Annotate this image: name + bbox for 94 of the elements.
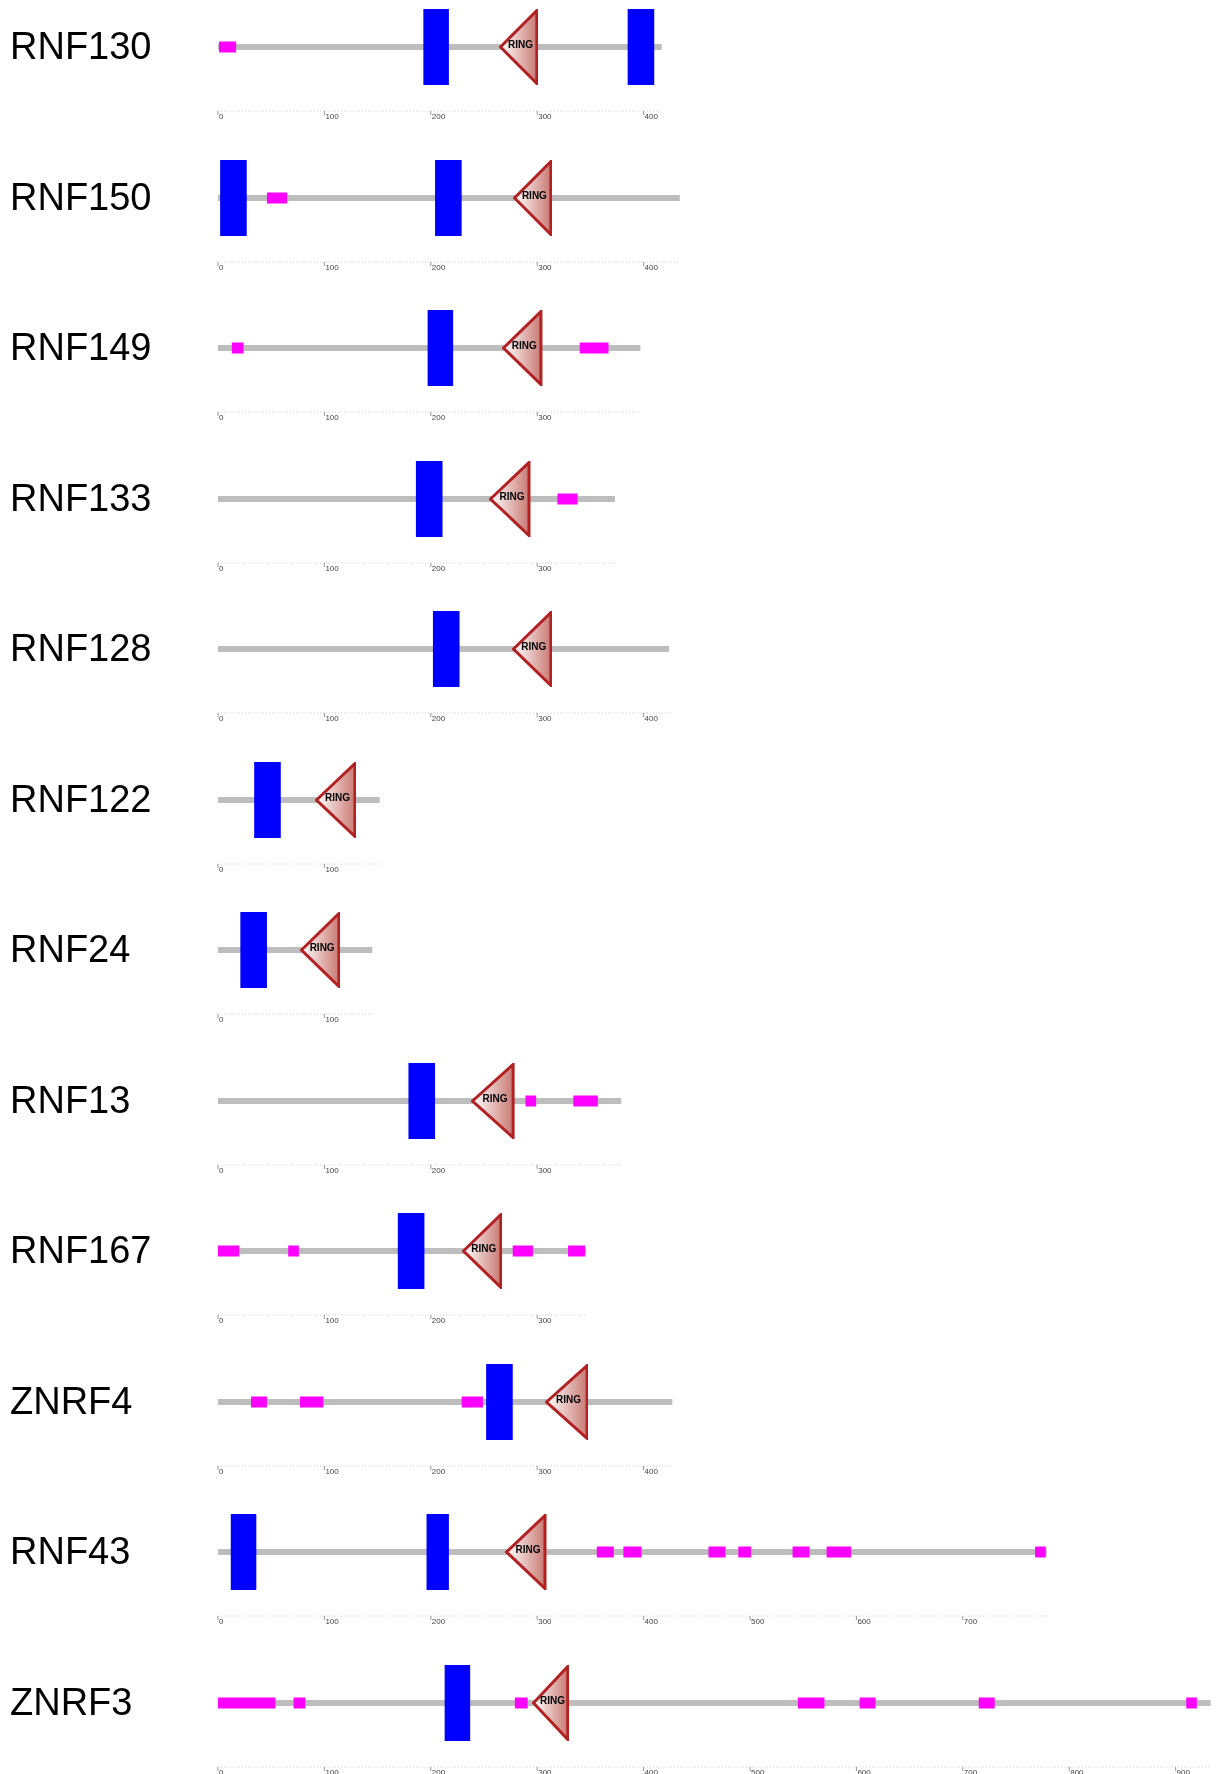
axis-tick-label: 0: [219, 1768, 224, 1774]
protein-name: RNF13: [10, 1080, 131, 1119]
ring-domain-triangle: [461, 1213, 503, 1289]
protein-name: RNF43: [10, 1532, 131, 1570]
domain-label: RING: [507, 40, 535, 50]
axis-tick-label: 200: [431, 564, 446, 573]
axis-tick-label: 300: [538, 1618, 552, 1626]
axis-tick-label: 200: [431, 715, 446, 723]
protein-name: RNF128: [10, 629, 152, 667]
protein-name: RNF24: [10, 930, 131, 968]
axis-tick-label: 400: [644, 715, 658, 723]
ring-domain-triangle: [314, 761, 357, 838]
axis-tick-label: 200: [431, 414, 446, 422]
axis-tick-label: 0: [219, 1467, 224, 1476]
axis-tick-label: 700: [963, 1618, 978, 1626]
axis-tick-label: 200: [431, 1618, 446, 1626]
axis-tick-label: 400: [644, 1467, 658, 1476]
protein-name: RNF149: [10, 328, 152, 366]
axis-tick-label: 300: [538, 1166, 552, 1175]
axis-tick-label: 400: [644, 1618, 658, 1626]
axis-tick-label: 200: [431, 1166, 446, 1175]
axis-tick-label: 400: [644, 113, 658, 121]
axis-tick-label: 100: [325, 1317, 339, 1325]
axis-tick-label: 300: [538, 1467, 552, 1476]
axis-tick-label: 300: [538, 1768, 552, 1774]
ring-domain-triangle: [505, 1514, 547, 1590]
axis-tick-label: 700: [963, 1768, 978, 1774]
domain-label: RING: [554, 1394, 582, 1405]
ring-domain-triangle: [489, 460, 531, 537]
axis-tick-label: 100: [325, 414, 339, 422]
ring-domain-triangle: [498, 9, 539, 85]
axis-tick-label: 0: [219, 113, 224, 121]
protein-name: RNF150: [10, 177, 152, 216]
axis-tick-label: 800: [1070, 1768, 1084, 1774]
axis-tick-label: 100: [325, 865, 339, 874]
axis-tick-label: 100: [325, 1618, 339, 1626]
domain-label: RING: [324, 792, 352, 803]
axis-tick-label: 0: [219, 1016, 224, 1024]
axis-tick-label: 600: [857, 1618, 871, 1626]
axis-tick-label: 200: [431, 113, 446, 121]
axis-tick-label: 0: [219, 414, 224, 422]
axis-tick-label: 0: [219, 715, 224, 723]
domain-label: RING: [539, 1695, 566, 1706]
axis-tick-label: 600: [857, 1768, 871, 1774]
ring-domain-triangle: [512, 159, 553, 236]
axis-tick-label: 200: [431, 1317, 446, 1325]
axis-tick-label: 300: [538, 1317, 552, 1325]
axis-tick-label: 300: [538, 263, 552, 272]
axis-tick-label: 900: [1176, 1768, 1190, 1774]
axis-tick-label: 200: [431, 1768, 446, 1774]
axis-tick-label: 300: [538, 414, 552, 422]
axis-tick-label: 0: [219, 1317, 224, 1325]
axis-tick-label: 100: [325, 1467, 339, 1476]
axis-tick-label: 0: [219, 1166, 224, 1175]
protein-name: ZNRF3: [10, 1682, 133, 1721]
axis-tick-label: 0: [219, 263, 224, 272]
ring-domain-triangle: [471, 1062, 515, 1139]
axis-tick-label: 200: [431, 1467, 446, 1476]
axis-tick-label: 100: [325, 113, 339, 121]
axis-tick-label: 100: [325, 715, 339, 723]
protein-name: ZNRF4: [10, 1381, 133, 1420]
ring-domain-triangle: [531, 1664, 570, 1741]
ring-domain-triangle: [544, 1363, 589, 1440]
domain-label: RING: [514, 1545, 542, 1555]
domain-label: RING: [520, 190, 548, 201]
protein-name: RNF133: [10, 478, 152, 517]
axis-tick-label: 100: [325, 564, 339, 573]
axis-tick-label: 0: [219, 1618, 224, 1626]
axis-tick-label: 100: [325, 1016, 339, 1024]
domain-label: RING: [308, 943, 336, 953]
protein-name: RNF130: [10, 27, 152, 65]
axis-tick-label: 400: [644, 1768, 658, 1774]
axis-tick-label: 0: [219, 865, 224, 874]
domain-label: RING: [481, 1093, 509, 1104]
ring-domain-triangle: [511, 611, 553, 687]
axis-tick-label: 100: [325, 1768, 339, 1774]
axis-tick-label: 300: [538, 113, 552, 121]
axis-tick-label: 500: [751, 1618, 765, 1626]
axis-tick-label: 0: [219, 564, 224, 573]
axis-tick-label: 300: [538, 715, 552, 723]
axis-tick-label: 500: [751, 1768, 765, 1774]
axis-tick-label: 400: [644, 263, 658, 272]
domain-label: RING: [520, 642, 548, 652]
protein-name: RNF122: [10, 779, 152, 818]
protein-name: RNF167: [10, 1231, 152, 1269]
axis-tick-label: 100: [325, 1166, 339, 1175]
axis-tick-label: 300: [538, 564, 552, 573]
ring-domain-triangle: [299, 912, 341, 988]
domain-label: RING: [498, 491, 526, 502]
ring-domain-triangle: [502, 310, 543, 386]
axis-tick-label: 100: [325, 263, 339, 272]
axis-tick-label: 200: [431, 263, 446, 272]
domain-label: RING: [470, 1244, 498, 1254]
domain-label: RING: [510, 341, 538, 351]
